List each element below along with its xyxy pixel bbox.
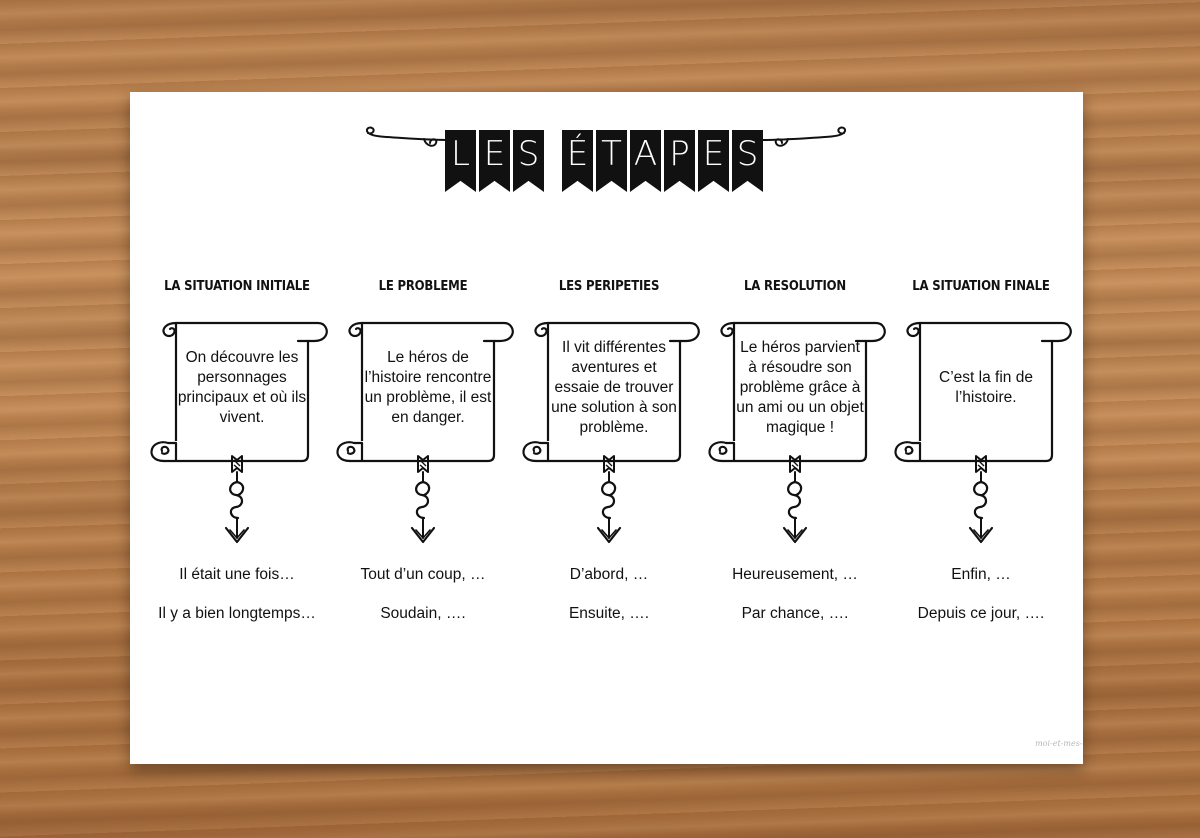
connector-phrase: Depuis ce jour, …. xyxy=(876,604,1083,624)
left-swirl-ornament xyxy=(362,126,454,156)
step-situation-finale: LA SITUATION FINALE C’est la fin de l’hi… xyxy=(886,272,1076,672)
story-steps: LA SITUATION INITIALE On découvre les pe… xyxy=(142,272,1072,672)
connector-phrase: Ensuite, …. xyxy=(504,604,714,624)
title-space xyxy=(547,130,559,192)
step-title: LE PROBLEME xyxy=(328,279,518,294)
title-pennants: L E S É T A P E S xyxy=(445,130,763,192)
step-description: On découvre les personnages principaux e… xyxy=(176,333,308,443)
step-description: Le héros parvient à résoudre son problèm… xyxy=(734,333,866,443)
title-letter: P xyxy=(664,130,695,192)
scroll-card: Le héros de l’histoire rencontre un prob… xyxy=(328,305,518,465)
step-probleme: LE PROBLEME Le héros de l’histoire renco… xyxy=(328,272,518,672)
step-resolution: LA RESOLUTION Le héros parvient à résoud… xyxy=(700,272,890,672)
step-title: LES PERIPETIES xyxy=(514,279,704,294)
connector-phrase: Par chance, …. xyxy=(690,604,900,624)
scroll-card: C’est la fin de l’histoire. xyxy=(886,305,1076,465)
connector-phrase: Tout d’un coup, … xyxy=(318,565,528,585)
connector-phrase: Il y a bien longtemps… xyxy=(132,604,342,624)
title-letter: S xyxy=(732,130,763,192)
scroll-card: Il vit différentes aventures et essaie d… xyxy=(514,305,704,465)
scroll-card: Le héros parvient à résoudre son problèm… xyxy=(700,305,890,465)
right-swirl-ornament xyxy=(758,126,850,156)
arrow-down-icon xyxy=(964,452,998,552)
connector-phrase: D’abord, … xyxy=(504,565,714,585)
step-title: LA RESOLUTION xyxy=(700,279,890,294)
step-description: Le héros de l’histoire rencontre un prob… xyxy=(362,333,494,443)
arrow-down-icon xyxy=(592,452,626,552)
connector-phrase: Heureusement, … xyxy=(690,565,900,585)
title-letter: E xyxy=(698,130,729,192)
connector-phrase: Enfin, … xyxy=(876,565,1083,585)
poster-sheet: L E S É T A P E S LA SITUATION INITIALE … xyxy=(130,92,1083,764)
arrow-down-icon xyxy=(778,452,812,552)
step-situation-initiale: LA SITUATION INITIALE On découvre les pe… xyxy=(142,272,332,672)
arrow-down-icon xyxy=(406,452,440,552)
connector-phrase: Il était une fois… xyxy=(132,565,342,585)
step-description: C’est la fin de l’histoire. xyxy=(920,333,1052,443)
title-letter: L xyxy=(445,130,476,192)
title-letter: E xyxy=(479,130,510,192)
watermark: moi-et-mes-c xyxy=(1035,739,1083,748)
title-letter: A xyxy=(630,130,661,192)
scroll-card: On découvre les personnages principaux e… xyxy=(142,305,332,465)
title-letter: T xyxy=(596,130,627,192)
connector-phrase: Soudain, …. xyxy=(318,604,528,624)
title-banner: L E S É T A P E S xyxy=(130,122,1083,202)
step-title: LA SITUATION FINALE xyxy=(886,279,1076,294)
step-title: LA SITUATION INITIALE xyxy=(142,279,332,294)
title-letter: S xyxy=(513,130,544,192)
title-letter: É xyxy=(562,130,593,192)
step-description: Il vit différentes aventures et essaie d… xyxy=(548,333,680,443)
arrow-down-icon xyxy=(220,452,254,552)
step-peripeties: LES PERIPETIES Il vit différentes aventu… xyxy=(514,272,704,672)
